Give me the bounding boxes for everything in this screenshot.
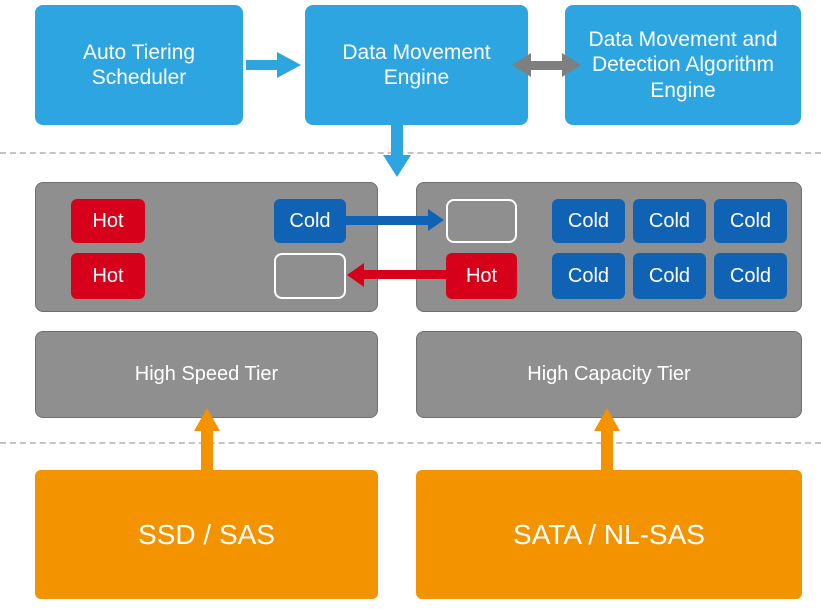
ssd-sas-storage-box: SSD / SAS	[35, 470, 378, 599]
data-movement-engine-label: Data Movement Engine	[342, 40, 491, 89]
data-movement-engine-box: Data Movement Engine	[305, 5, 528, 125]
cold-block: Cold	[274, 199, 346, 243]
scheduler-to-engine-arrow	[246, 52, 301, 78]
auto-tiering-scheduler-label: Auto Tiering Scheduler	[82, 40, 196, 89]
cold-block: Cold	[714, 253, 787, 299]
sata-to-tier-arrow	[594, 408, 620, 470]
auto-tiering-scheduler-box: Auto Tiering Scheduler	[35, 5, 243, 125]
hot-block: Hot	[446, 253, 517, 299]
ssd-to-tier-arrow	[194, 408, 220, 470]
cold-block: Cold	[633, 253, 706, 299]
cold-block: Cold	[552, 253, 625, 299]
high-speed-tier-label: High Speed Tier	[134, 363, 279, 385]
cold-block: Cold	[552, 199, 625, 243]
engine-to-pool-arrow	[383, 125, 411, 177]
sata-nl-sas-label: SATA / NL-SAS	[513, 518, 705, 550]
cold-block: Cold	[714, 199, 787, 243]
high-speed-tier-box: High Speed Tier	[35, 331, 378, 418]
ssd-sas-label: SSD / SAS	[138, 518, 275, 550]
separator-bottom	[0, 442, 821, 444]
cold-migration-arrow	[346, 209, 444, 231]
empty-slot	[446, 199, 517, 243]
detection-algorithm-engine-label: Data Movement and Detection Algorithm En…	[588, 28, 778, 102]
high-capacity-tier-label: High Capacity Tier	[527, 363, 691, 385]
hot-migration-arrow	[347, 263, 446, 287]
empty-slot	[274, 253, 346, 299]
separator-top	[0, 152, 821, 154]
engine-bidirectional-arrow	[512, 53, 581, 77]
sata-nl-sas-storage-box: SATA / NL-SAS	[416, 470, 802, 599]
high-capacity-tier-box: High Capacity Tier	[416, 331, 802, 418]
hot-block: Hot	[71, 199, 145, 243]
hot-block: Hot	[71, 253, 145, 299]
detection-algorithm-engine-box: Data Movement and Detection Algorithm En…	[565, 5, 801, 125]
cold-block: Cold	[633, 199, 706, 243]
